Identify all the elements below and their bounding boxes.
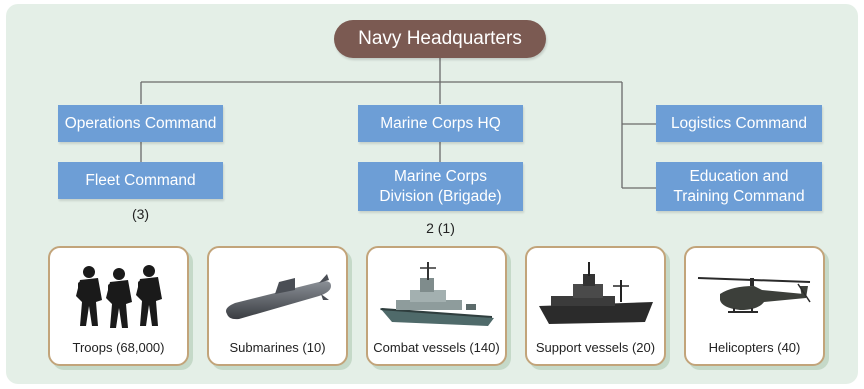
support-vessel-icon: [539, 262, 653, 324]
asset-card-combat-vessels: Combat vessels (140): [366, 246, 507, 366]
troops-icon: [76, 265, 162, 328]
asset-label: Combat vessels (140): [373, 340, 500, 355]
operations-command-node: Operations Command: [58, 105, 223, 142]
asset-card-troops: Troops (68,000): [48, 246, 189, 366]
asset-card-support-vessels: Support vessels (20): [525, 246, 666, 366]
asset-card-submarines: Submarines (10): [207, 246, 348, 366]
marine-corps-division-node: Marine Corps Division (Brigade): [358, 162, 523, 211]
marine-division-count: 2 (1): [426, 220, 455, 236]
fleet-count: (3): [131, 206, 150, 222]
asset-label: Submarines (10): [229, 340, 326, 355]
asset-label: Troops (68,000): [72, 340, 165, 355]
submarine-icon: [226, 274, 331, 320]
marine-corps-hq-node: Marine Corps HQ: [358, 105, 523, 142]
navy-headquarters-node: Navy Headquarters: [334, 20, 546, 58]
asset-label: Helicopters (40): [708, 340, 801, 355]
helicopter-icon: [697, 277, 811, 313]
education-training-command-node: Education and Training Command: [656, 162, 822, 211]
combat-vessel-icon: [380, 262, 494, 326]
asset-label: Support vessels (20): [535, 340, 656, 355]
logistics-command-node: Logistics Command: [656, 105, 822, 142]
fleet-command-node: Fleet Command: [58, 162, 223, 199]
asset-card-helicopters: Helicopters (40): [684, 246, 825, 366]
